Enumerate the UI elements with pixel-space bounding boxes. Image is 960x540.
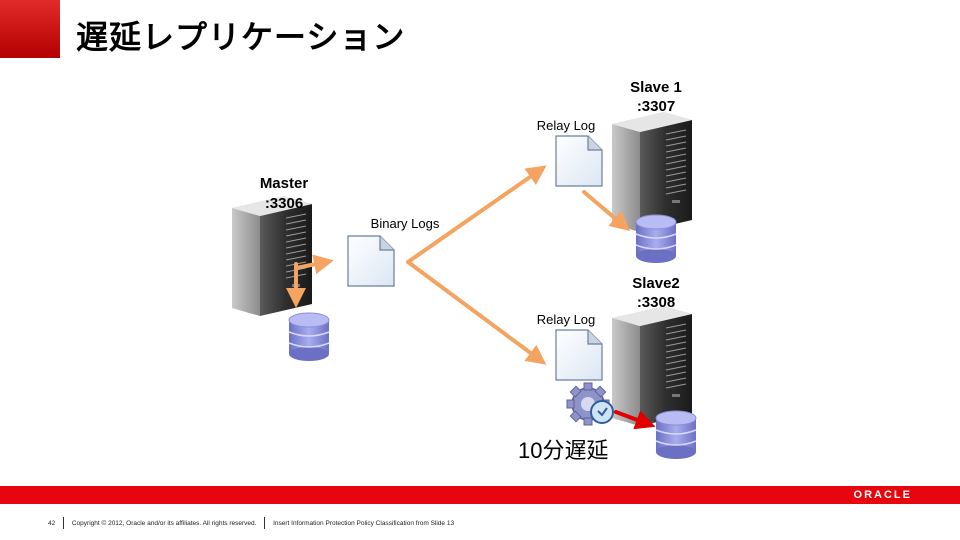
master-port: :3306 <box>265 195 303 212</box>
slave2-relay-log-document-icon <box>555 329 603 381</box>
copyright-text: Copyright © 2012, Oracle and/or its affi… <box>71 519 257 527</box>
slave1-name: Slave 1 <box>630 79 682 96</box>
footer-separator <box>264 517 266 529</box>
classification-text: Insert Information Protection Policy Cla… <box>273 519 455 527</box>
slide-footer: 42 Copyright © 2012, Oracle and/or its a… <box>48 517 454 529</box>
page-number: 42 <box>48 519 56 527</box>
footer-separator <box>63 517 65 529</box>
master-server-icon <box>231 195 313 317</box>
slave1-port: :3307 <box>637 98 675 115</box>
slave2-port: :3308 <box>637 294 675 311</box>
slave1-server-icon <box>611 111 693 233</box>
binary-logs-label: Binary Logs <box>371 216 440 231</box>
delay-label: 10分遅延 <box>518 438 608 463</box>
slave1-relay-log-label: Relay Log <box>537 118 596 133</box>
master-name: Master <box>260 175 309 192</box>
gear-clock-icon <box>566 382 614 426</box>
slave2-relay-log-label: Relay Log <box>537 312 596 327</box>
oracle-logo: ORACLE <box>853 489 912 501</box>
slave1-database-icon <box>635 214 677 264</box>
binary-logs-document-icon <box>347 235 395 287</box>
master-database-icon <box>288 312 330 362</box>
slave2-name: Slave2 <box>632 275 680 292</box>
page-title: 遅延レプリケーション <box>76 18 406 56</box>
title-accent-bar <box>0 0 60 58</box>
slave2-database-icon <box>655 410 697 460</box>
footer-bar <box>0 486 960 504</box>
replication-arrows <box>286 165 656 430</box>
slave2-server-icon <box>611 305 693 427</box>
slave1-relay-log-document-icon <box>555 135 603 187</box>
